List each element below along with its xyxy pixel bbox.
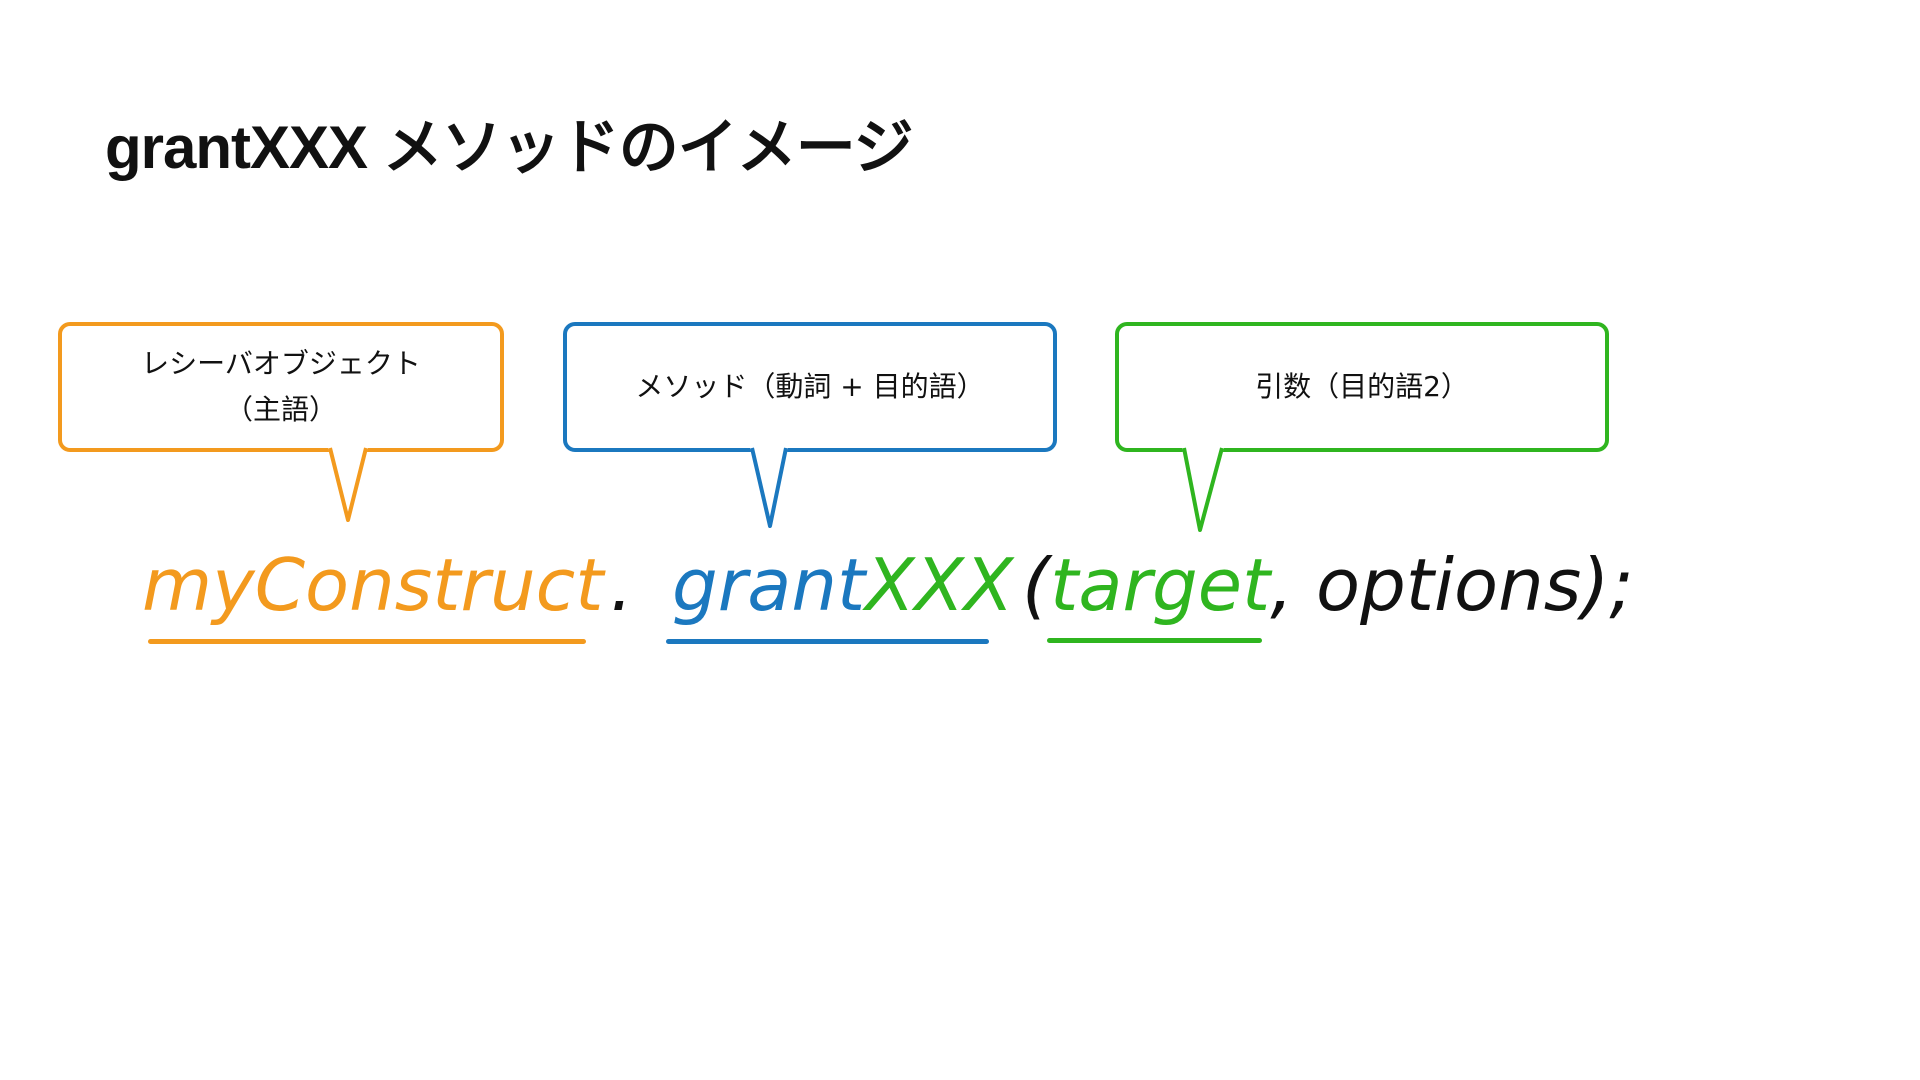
code-method-verb: grant xyxy=(672,543,866,627)
method-callout-tail xyxy=(750,447,788,528)
receiver-callout-tail xyxy=(328,447,368,522)
receiver-callout: レシーバオブジェクト （主語） xyxy=(58,322,504,452)
code-open-paren: ( xyxy=(1022,543,1051,627)
code-rest: , options); xyxy=(1270,543,1634,627)
receiver-underline xyxy=(148,639,586,644)
method-underline xyxy=(666,639,989,644)
argument-callout-line-1: 引数（目的語2） xyxy=(1255,370,1469,403)
method-callout: メソッド（動詞 + 目的語） xyxy=(563,322,1057,452)
argument-underline xyxy=(1047,638,1262,643)
code-method: grantXXX xyxy=(672,540,1013,630)
receiver-callout-line-1: レシーバオブジェクト xyxy=(141,347,421,380)
code-target-arg: target xyxy=(1050,543,1271,627)
code-dot: . xyxy=(610,543,633,627)
argument-callout: 引数（目的語2） xyxy=(1115,322,1609,452)
code-arguments: (target, options); xyxy=(1022,540,1634,630)
method-callout-line-1: メソッド（動詞 + 目的語） xyxy=(635,370,985,403)
code-method-object: XXX xyxy=(865,543,1014,627)
receiver-callout-line-2: （主語） xyxy=(224,393,337,426)
code-receiver: myConstruct xyxy=(142,543,604,627)
argument-callout-tail xyxy=(1182,447,1224,532)
slide-title: grantXXX メソッドのイメージ xyxy=(105,114,914,181)
